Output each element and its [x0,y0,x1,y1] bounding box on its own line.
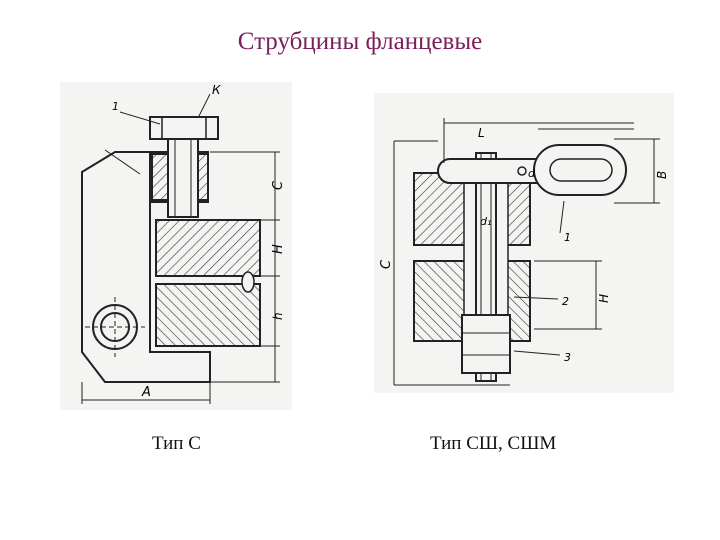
label-b: В [655,171,669,179]
label-part-1: 1 [112,100,119,113]
label-part-1: 1 [564,231,571,244]
slide-title: Струбцины фланцевые [237,28,483,55]
label-d: d [528,167,536,180]
label-l: L [478,126,485,140]
label-h-upper: Н [271,244,286,254]
label-c: С [379,259,394,269]
label-a: А [141,385,151,400]
label-part-2: 2 [562,295,569,308]
clamp-type-c-drawing: 1 К С Н h А [60,82,292,410]
clamp-type-ssh-drawing: L d d₁ В С Н 1 2 3 [374,93,674,393]
caption-type-c: Тип С [152,433,201,454]
label-h: Н [597,294,611,303]
caption-type-ssh: Тип СШ, СШМ [430,433,557,454]
label-k: К [212,83,221,97]
label-d1: d₁ [480,215,491,228]
label-c: С [271,180,286,190]
label-part-3: 3 [564,351,571,364]
label-h-lower: h [271,312,285,320]
